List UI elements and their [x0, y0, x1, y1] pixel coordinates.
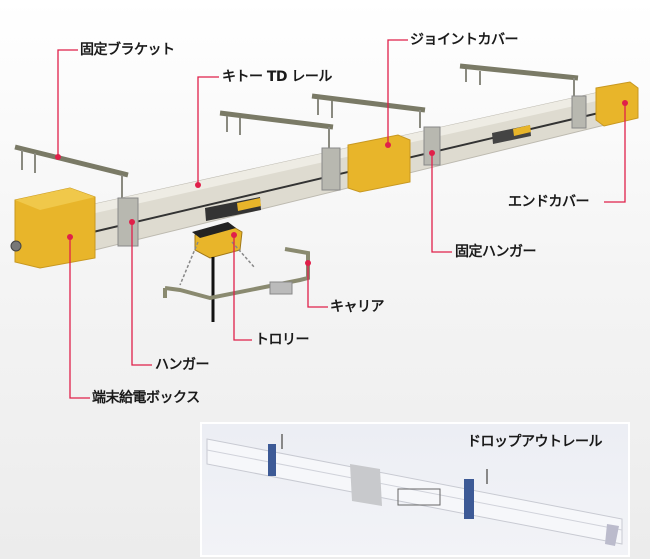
- carrier: [163, 241, 310, 301]
- leader-lines: [57, 39, 626, 399]
- label-fixed-bracket: 固定ブラケット: [80, 42, 175, 58]
- label-terminal-feed-box: 端末給電ボックス: [92, 390, 200, 406]
- trolley: [192, 222, 243, 322]
- label-end-cover: エンドカバー: [508, 194, 590, 210]
- leader-dots: [55, 100, 628, 266]
- label-carrier: キャリア: [330, 299, 385, 315]
- label-hanger: ハンガー: [155, 357, 210, 373]
- joint-cover: [347, 134, 411, 193]
- fixed-bracket: [14, 63, 579, 178]
- drop-out-rail-illustration: [206, 434, 623, 546]
- kito-td-logo: [205, 125, 531, 221]
- terminal-feed-box: [10, 187, 96, 269]
- inset-title: ドロップアウトレール: [467, 434, 603, 450]
- label-fixed-hanger: 固定ハンガー: [455, 244, 537, 260]
- end-cover: [595, 81, 639, 127]
- label-td-rail: キトー TD レール: [222, 69, 332, 85]
- hanger: [117, 95, 587, 247]
- label-trolley: トロリー: [255, 332, 310, 348]
- label-joint-cover: ジョイントカバー: [410, 32, 519, 48]
- drop-out-rail-inset: ドロップアウトレール: [200, 422, 630, 557]
